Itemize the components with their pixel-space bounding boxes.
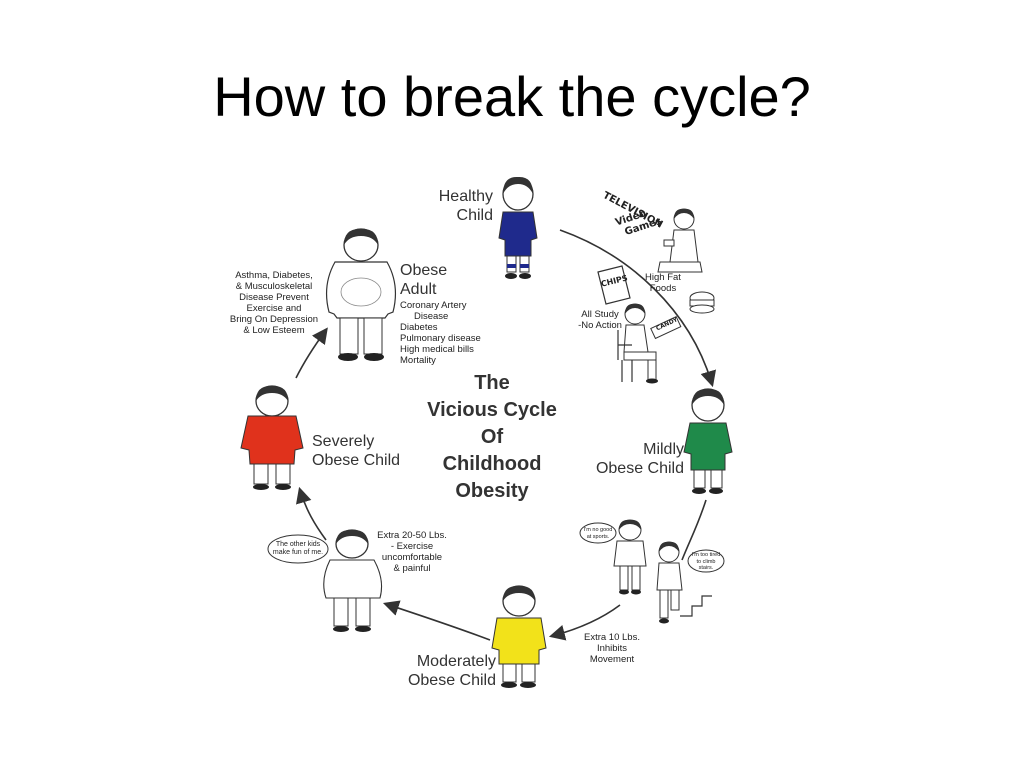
extra-10-lbs-note: Extra 10 Lbs. Inhibits Movement (578, 632, 646, 665)
all-study-line2: -No Action (578, 320, 622, 331)
extra-20-50-line: - Exercise (390, 541, 434, 552)
slide-title: How to break the cycle? (213, 65, 811, 128)
adult-condition-item: Mortality (400, 355, 436, 366)
stage-label-healthy-line1: Healthy (438, 188, 493, 205)
adult-effects-note: Asthma, Diabetes, & Musculoskeletal Dise… (224, 270, 324, 336)
center-title-line: Of (480, 426, 504, 448)
stage-label-severely-line1: Severely (312, 433, 375, 450)
stage-label-mildly-line2: Obese Child (595, 460, 684, 477)
stage-label-moderately-line1: Moderately (416, 653, 496, 670)
center-title-line: Vicious Cycle (427, 399, 557, 421)
center-title-line: The (474, 372, 510, 394)
center-title-line: Childhood (442, 453, 542, 475)
mildly-obese-figure (683, 388, 733, 494)
extra-20-50-line: & painful (393, 563, 431, 574)
extra-weight-child-figure (323, 529, 383, 632)
stage-label-healthy: Healthy Child (430, 187, 493, 225)
cycle-center-title: The Vicious Cycle Of Childhood Obesity (408, 370, 576, 505)
adult-condition-item: Coronary Artery (400, 300, 467, 311)
stage-label-mildly: Mildly Obese Child (586, 440, 684, 478)
high-fat-foods-line1: High Fat (645, 272, 681, 283)
adult-effects-line: Asthma, Diabetes, (235, 270, 313, 281)
bubble-fun-line: make fun of me. (272, 549, 324, 556)
adult-condition-item: High medical bills (400, 344, 474, 355)
stage-label-moderately-line2: Obese Child (407, 672, 496, 689)
extra-20-50-lbs-note: Extra 20-50 Lbs. - Exercise uncomfortabl… (372, 530, 452, 574)
moderately-obese-figure (491, 585, 547, 688)
extra-10-line: Inhibits (596, 643, 628, 654)
speech-bubble-tired-text: I'm too tired to climb stairs. (688, 552, 724, 572)
arrow-mildly-to-extra10 (681, 499, 707, 561)
speech-bubble-sports-text: I'm no good at sports. (580, 527, 616, 540)
stage-label-mildly-line1: Mildly (643, 441, 684, 458)
bubble-fun-line: The other kids (275, 541, 321, 548)
bubble-tired-line: to climb (696, 558, 716, 565)
video-games-child-figure (657, 208, 703, 273)
obese-adult-figure (325, 228, 397, 361)
extra-10-line: Extra 10 Lbs. (584, 632, 640, 643)
extra-20-50-line: Extra 20-50 Lbs. (377, 530, 447, 541)
extra-20-50-line: uncomfortable (381, 552, 443, 563)
adult-effects-line: & Low Esteem (243, 325, 305, 336)
arrow-to-moderately (548, 604, 621, 641)
arrow-healthy-to-mildly (559, 229, 717, 388)
arrow-to-severely (296, 486, 327, 541)
speech-bubble-fun (267, 534, 329, 564)
adult-effects-line: Bring On Depression (229, 314, 319, 325)
studying-child-figure (617, 303, 658, 384)
bubble-tired-line: stairs. (698, 565, 714, 571)
stage-label-adult-line1: Obese (400, 262, 448, 279)
stair-climbing-child-figure (656, 541, 712, 624)
stage-label-healthy-line2: Child (456, 207, 493, 224)
healthy-child-figure (498, 176, 538, 279)
bubble-tired-line: I'm too tired (691, 552, 721, 558)
high-fat-foods-line2: Foods (649, 283, 677, 294)
severely-obese-figure (240, 385, 304, 490)
arrow-severely-to-adult (295, 327, 328, 379)
bubble-sports-line: at sports. (586, 533, 610, 540)
speech-bubble-sports (579, 522, 617, 544)
all-study-line1: All Study (581, 309, 619, 320)
adult-effects-line: & Musculoskeletal (235, 281, 313, 292)
stage-label-severely-line2: Obese Child (312, 452, 401, 469)
arrow-moderately-to-extra20 (382, 600, 491, 641)
burger-icon (689, 291, 715, 314)
stage-label-severely: Severely Obese Child (312, 432, 412, 470)
extra-10-line: Movement (589, 654, 635, 665)
adult-condition-item: Pulmonary disease (400, 333, 481, 344)
candy-bar-icon (650, 315, 682, 340)
not-good-at-sports-figure (613, 519, 647, 595)
center-title-line: Obesity (455, 480, 529, 502)
adult-conditions-list: Coronary Artery Disease Diabetes Pulmona… (400, 300, 500, 366)
stage-label-adult-line2: Adult (400, 281, 437, 298)
adult-condition-item: Disease (414, 311, 449, 322)
high-fat-foods-label: High Fat Foods (640, 272, 686, 294)
chips-bag-icon (597, 265, 631, 305)
all-study-label: All Study -No Action (572, 309, 628, 331)
adult-effects-line: Disease Prevent (239, 292, 309, 303)
speech-bubble-tired (687, 549, 725, 573)
adult-condition-item: Diabetes (400, 322, 438, 333)
bubble-sports-line: I'm no good (583, 527, 613, 533)
stage-label-adult: Obese Adult (400, 261, 470, 299)
speech-bubble-fun-text: The other kids make fun of me. (270, 541, 326, 557)
adult-effects-line: Exercise and (246, 303, 302, 314)
stage-label-moderately: Moderately Obese Child (396, 652, 496, 690)
